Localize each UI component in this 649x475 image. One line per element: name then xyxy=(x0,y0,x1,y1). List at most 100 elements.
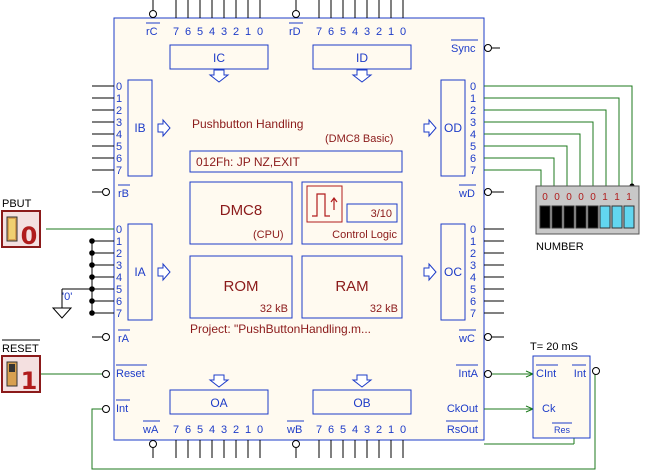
bit-label: 1 xyxy=(245,424,251,436)
step-counter xyxy=(346,203,398,223)
inta-pin[interactable] xyxy=(484,370,492,378)
oa-output-pins xyxy=(175,440,261,458)
timer-wiring xyxy=(484,370,575,445)
reset-value: 1 xyxy=(21,367,38,395)
ckout-pin-label: CkOut xyxy=(447,403,478,415)
bit-label: 7 xyxy=(116,308,122,320)
ra-pin[interactable] xyxy=(102,333,110,341)
sync-pin[interactable] xyxy=(484,44,492,52)
step-counter-text: 3/10 xyxy=(371,208,392,220)
bit-label: 4 xyxy=(470,272,476,284)
bit-label: 7 xyxy=(316,424,322,436)
rc-label: rC xyxy=(146,26,158,38)
ground-label: '0' xyxy=(62,291,72,303)
number-segment xyxy=(551,205,563,229)
rc-pin[interactable] xyxy=(149,10,157,18)
ia-register xyxy=(127,223,153,321)
od-wire xyxy=(484,145,568,186)
ram-block[interactable] xyxy=(301,255,403,319)
bit-label: 5 xyxy=(197,26,203,38)
cpu-label: (CPU) xyxy=(253,229,284,241)
bit-label: 4 xyxy=(116,272,122,284)
bit-label: 0 xyxy=(470,81,476,93)
bit-label: 5 xyxy=(470,141,476,153)
bit-label: 6 xyxy=(328,26,334,38)
number-label: NUMBER xyxy=(536,241,584,253)
control-logic-label: Control Logic xyxy=(332,229,397,241)
bit-label: 2 xyxy=(116,248,122,260)
junction-dot xyxy=(89,274,95,280)
bit-label: 1 xyxy=(388,26,394,38)
oc-label: OC xyxy=(444,265,462,279)
wa-pin[interactable] xyxy=(149,440,157,448)
bit-label: 7 xyxy=(116,165,122,177)
bit-label: 1 xyxy=(116,236,122,248)
int-pin-label: Int xyxy=(116,403,128,415)
number-segment xyxy=(623,205,635,229)
wc-pin[interactable] xyxy=(484,333,492,341)
bit-label: 4 xyxy=(352,26,358,38)
id-input-pins xyxy=(318,0,404,18)
bit-label: 0 xyxy=(400,424,406,436)
ib-register xyxy=(127,79,153,177)
timer-block[interactable] xyxy=(532,355,591,439)
oa-arrow-icon xyxy=(208,374,230,388)
reset-knob xyxy=(6,361,18,387)
rd-pin[interactable] xyxy=(292,10,300,18)
wa-label: wA xyxy=(142,424,159,436)
bit-label: 6 xyxy=(470,153,476,165)
number-segment xyxy=(611,205,623,229)
bit-label: 2 xyxy=(233,26,239,38)
od-wire xyxy=(484,169,542,186)
od-label: OD xyxy=(444,121,462,135)
bit-label: 4 xyxy=(209,424,215,436)
id-label: ID xyxy=(356,51,368,65)
wb-pin[interactable] xyxy=(292,440,300,448)
rb-pin[interactable] xyxy=(102,188,110,196)
wd-pin[interactable] xyxy=(484,188,492,196)
timer-cint-label: CInt xyxy=(536,368,556,380)
id-arrow-icon xyxy=(351,69,373,83)
wc-label: wC xyxy=(458,333,475,345)
bit-label: 4 xyxy=(209,26,215,38)
timer-int-pin[interactable] xyxy=(592,367,600,375)
dmc8-label: DMC8 xyxy=(220,202,263,219)
bit-label: 0 xyxy=(470,224,476,236)
rom-block[interactable] xyxy=(189,255,293,319)
ia-label: IA xyxy=(134,265,145,279)
junction-dot xyxy=(89,238,95,244)
ground-icon xyxy=(51,307,73,319)
bit-label: 6 xyxy=(185,26,191,38)
junction-dot xyxy=(89,310,95,316)
bit-label: 4 xyxy=(116,129,122,141)
wb-label: wB xyxy=(286,424,302,436)
top-control-pins xyxy=(149,0,300,18)
bit-label: 4 xyxy=(352,424,358,436)
oa-register xyxy=(169,389,269,415)
bit-label: 0 xyxy=(116,81,122,93)
bit-label: 0 xyxy=(116,224,122,236)
number-segment xyxy=(539,205,551,229)
oc-register xyxy=(440,223,466,321)
int-pin[interactable] xyxy=(102,405,110,413)
reset-pin[interactable] xyxy=(102,370,110,378)
bit-label: 5 xyxy=(197,424,203,436)
wd-label: wD xyxy=(458,188,475,200)
od-arrow-icon xyxy=(423,118,437,138)
bit-label: 7 xyxy=(173,26,179,38)
od-wire xyxy=(484,133,581,186)
oc-arrow-icon xyxy=(423,262,437,282)
pbut-value: 0 xyxy=(21,222,38,250)
bit-label: 2 xyxy=(470,105,476,117)
bit-label: 0 xyxy=(257,424,263,436)
reset-label: RESET xyxy=(2,343,39,355)
project-name: Project: "PushButtonHandling.m... xyxy=(190,322,371,336)
junction-dot xyxy=(89,286,95,292)
od-wire xyxy=(484,109,607,186)
bit-label: 3 xyxy=(364,26,370,38)
bit-label: 6 xyxy=(116,153,122,165)
dmc8-cpu-block[interactable] xyxy=(189,181,293,245)
